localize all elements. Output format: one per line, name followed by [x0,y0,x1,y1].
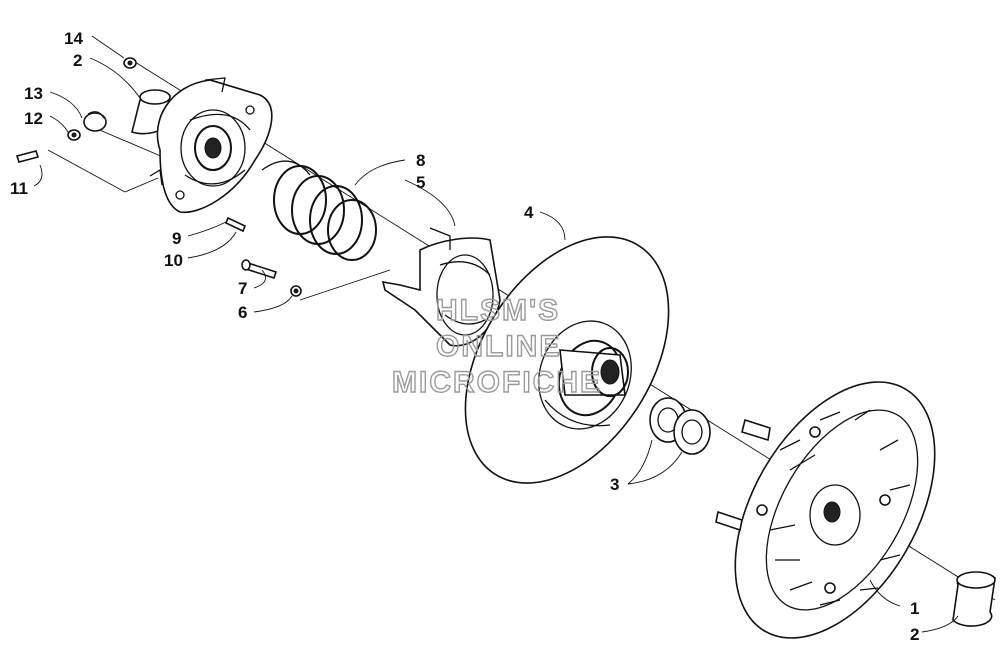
fixed-sheave-part-1 [715,381,936,639]
callout-5: 5 [416,173,425,192]
roller-part-13 [83,111,107,132]
callout-12: 12 [24,109,43,128]
callout-9: 9 [172,229,181,248]
callout-6: 6 [238,303,247,322]
callout-4: 4 [524,203,534,222]
nut-part-6 [290,285,302,297]
callout-8: 8 [416,151,425,170]
callout-11: 11 [10,179,28,198]
bolt-part-7 [241,259,278,280]
watermark: HLSM'S ONLINE MICROFICHE [391,293,602,399]
watermark-line-3: MICROFICHE [392,366,602,399]
callout-7: 7 [238,279,247,298]
callout-2-upper: 2 [73,51,82,70]
callout-13: 13 [24,84,43,103]
cam-part-5 [381,227,501,347]
washer-part-12 [67,129,81,141]
callout-14: 14 [64,29,83,48]
cover-plate [149,77,273,214]
pin-part-9 [224,216,247,233]
leader-lines [33,35,959,633]
buttons-part-3 [649,397,711,455]
bushing-part-2-lower [952,571,996,627]
callout-2-lower: 2 [910,625,919,644]
spring-part-8 [261,160,377,261]
movable-sheave-part-4 [464,236,670,484]
callout-1: 1 [910,599,919,618]
callout-3: 3 [610,475,619,494]
nut-part-14 [123,57,137,69]
callout-10: 10 [164,251,183,270]
watermark-line-1: HLSM'S [436,294,560,327]
watermark-line-2: ONLINE [436,330,561,363]
pin-part-11 [15,150,40,163]
callout-labels: 14 2 13 12 11 9 10 8 5 4 7 6 3 1 2 [10,29,919,644]
